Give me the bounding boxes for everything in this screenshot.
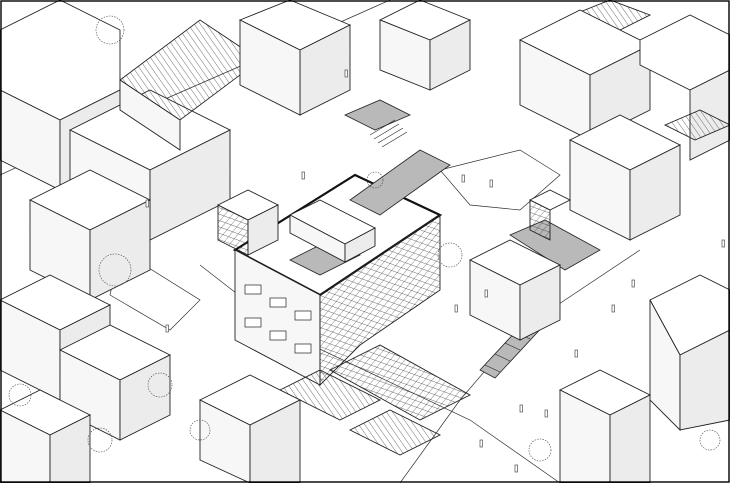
window [269, 297, 287, 308]
central-building [216, 99, 451, 387]
building [589, 44, 651, 141]
person [165, 324, 169, 333]
pitched-roof [278, 369, 382, 421]
building [199, 399, 251, 483]
tree [437, 242, 463, 268]
person [544, 409, 548, 418]
trees [8, 15, 721, 462]
pitched-roof [348, 409, 442, 456]
building [519, 264, 561, 341]
tree [95, 15, 125, 45]
building [239, 19, 301, 116]
person [145, 199, 149, 208]
building [249, 399, 301, 483]
person [514, 464, 518, 473]
building-group-north [119, 0, 472, 151]
tree [366, 171, 384, 189]
building [609, 394, 651, 483]
tree [699, 429, 721, 451]
person [479, 439, 483, 448]
street-edge [439, 149, 561, 211]
rooftop-volume [344, 227, 376, 263]
person [484, 289, 488, 298]
building [429, 19, 471, 91]
building [119, 79, 181, 151]
window [294, 310, 312, 321]
window [244, 284, 262, 295]
tree [98, 253, 132, 287]
building [119, 354, 171, 441]
tree [528, 438, 552, 462]
building-group-south [198, 189, 601, 483]
tower-facade [247, 204, 279, 256]
building [629, 144, 681, 241]
person [574, 349, 578, 358]
tree [8, 383, 32, 407]
building [0, 409, 51, 483]
building [559, 389, 611, 483]
building [639, 14, 730, 91]
building [529, 199, 551, 241]
building-group-east [518, 0, 730, 483]
person [611, 304, 615, 313]
person [519, 404, 523, 413]
window [244, 317, 262, 328]
person [301, 171, 305, 180]
person [344, 69, 348, 78]
tree [87, 427, 113, 453]
walkway [344, 99, 411, 131]
person [461, 174, 465, 183]
walkway [349, 149, 451, 216]
tree [189, 419, 211, 441]
people [145, 69, 725, 473]
person [721, 239, 725, 248]
pitched-roof [663, 109, 730, 141]
building-group-west [0, 0, 232, 483]
window [294, 343, 312, 354]
person [489, 179, 493, 188]
person [454, 304, 458, 313]
tree [147, 372, 173, 398]
window [269, 330, 287, 341]
stair [369, 119, 408, 148]
building [89, 199, 151, 301]
building [49, 414, 91, 483]
pitched-roof [329, 344, 471, 421]
person [631, 279, 635, 288]
building [679, 329, 730, 431]
